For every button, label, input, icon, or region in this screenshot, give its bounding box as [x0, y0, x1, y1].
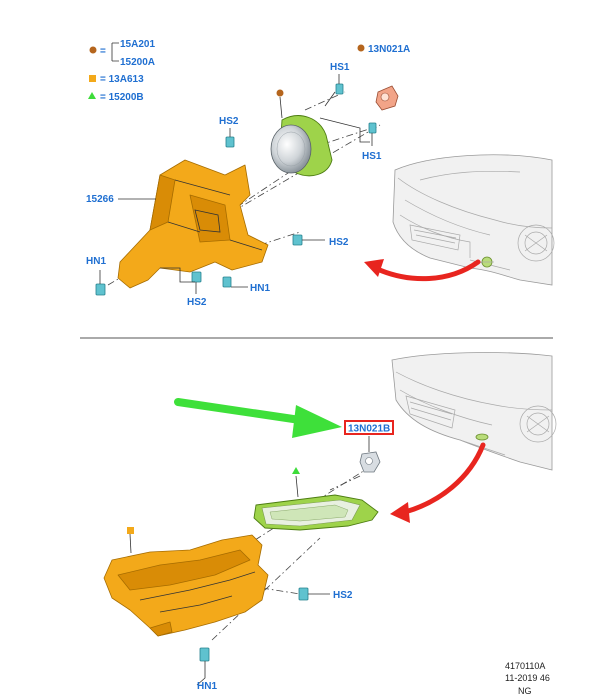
footer-date-text: 11-2019 46 — [505, 673, 550, 683]
label-hn1-bottom: HN1 — [250, 283, 270, 294]
label-13n021a: 13N021A — [368, 44, 410, 55]
legend-square-label: = 13A613 — [100, 74, 144, 85]
label-hn1-bottom-section: HN1 — [197, 681, 217, 692]
clip-hs1-top-icon — [335, 74, 344, 95]
bulb-13n021a — [375, 85, 399, 111]
label-hs2-bottom-section: HS2 — [333, 590, 353, 601]
clip-hn1-bottom-section-icon — [196, 647, 210, 686]
fog-lamp-rectangular — [253, 494, 379, 531]
legend-dot-marker-bulb — [357, 44, 365, 52]
bulb-13n021b — [359, 451, 381, 473]
footer-code: 4170110A 11-2019 46 NG — [505, 661, 550, 696]
label-hs1-top: HS1 — [330, 62, 350, 73]
red-arrow-bottom — [402, 442, 486, 515]
red-arrow-bottom-head — [390, 502, 410, 523]
label-15266: 15266 — [86, 194, 114, 205]
clip-hs2-bottom-icon — [191, 271, 202, 294]
green-arrow — [174, 398, 304, 424]
car-front-sketch-bottom — [391, 352, 557, 471]
legend-triangle-label: = 15200B — [100, 92, 144, 103]
highlight-box-13n021b — [344, 420, 394, 435]
triangle-marker — [292, 467, 300, 474]
fog-lamp-round — [270, 115, 333, 177]
label-13n021b: 13N021B — [348, 424, 390, 435]
bracket-13a613 — [103, 534, 269, 637]
footer-code-text: 4170110A — [505, 661, 545, 671]
red-arrow-top-head — [364, 259, 384, 277]
legend-circle-label-b: 15200A — [120, 57, 155, 68]
clip-hs2-top-icon — [225, 128, 235, 148]
legend-equals-1: = — [100, 46, 106, 57]
label-hs2-bottom: HS2 — [187, 297, 207, 308]
clip-hn1-left-icon — [95, 270, 106, 296]
legend-triangle-icon — [88, 92, 96, 99]
clip-hs2-right-icon — [292, 234, 325, 246]
clip-hs1-right-icon — [368, 122, 377, 146]
legend-circle-icon — [89, 46, 97, 54]
clip-hn1-bottom-icon — [222, 276, 248, 288]
fog-lamp-location-marker-bottom — [475, 433, 489, 441]
legend-square-icon — [89, 75, 96, 82]
red-arrow-top — [372, 259, 481, 282]
legend: = 15A201 15200A = 13A613 = 15200B — [88, 39, 155, 103]
label-hn1-left: HN1 — [86, 256, 106, 267]
legend-circle-label-a: 15A201 — [120, 39, 155, 50]
label-hs2-top: HS2 — [219, 116, 239, 127]
bracket-15266 — [117, 159, 269, 289]
clip-hs2-bottom-section-icon — [298, 587, 330, 601]
legend-dot-marker-top — [276, 89, 284, 97]
green-arrow-head — [292, 405, 342, 438]
car-front-sketch-top — [392, 154, 555, 286]
label-hs1-right: HS1 — [362, 151, 382, 162]
bottom-diagram: 13N021B — [103, 352, 557, 692]
label-hs2-right: HS2 — [329, 237, 349, 248]
top-diagram: 13N021A HS1 HS1 HS2 15266 HS2 HN1 HS2 HN… — [86, 44, 555, 308]
footer-initials-text: NG — [518, 686, 532, 696]
square-marker — [127, 527, 134, 534]
